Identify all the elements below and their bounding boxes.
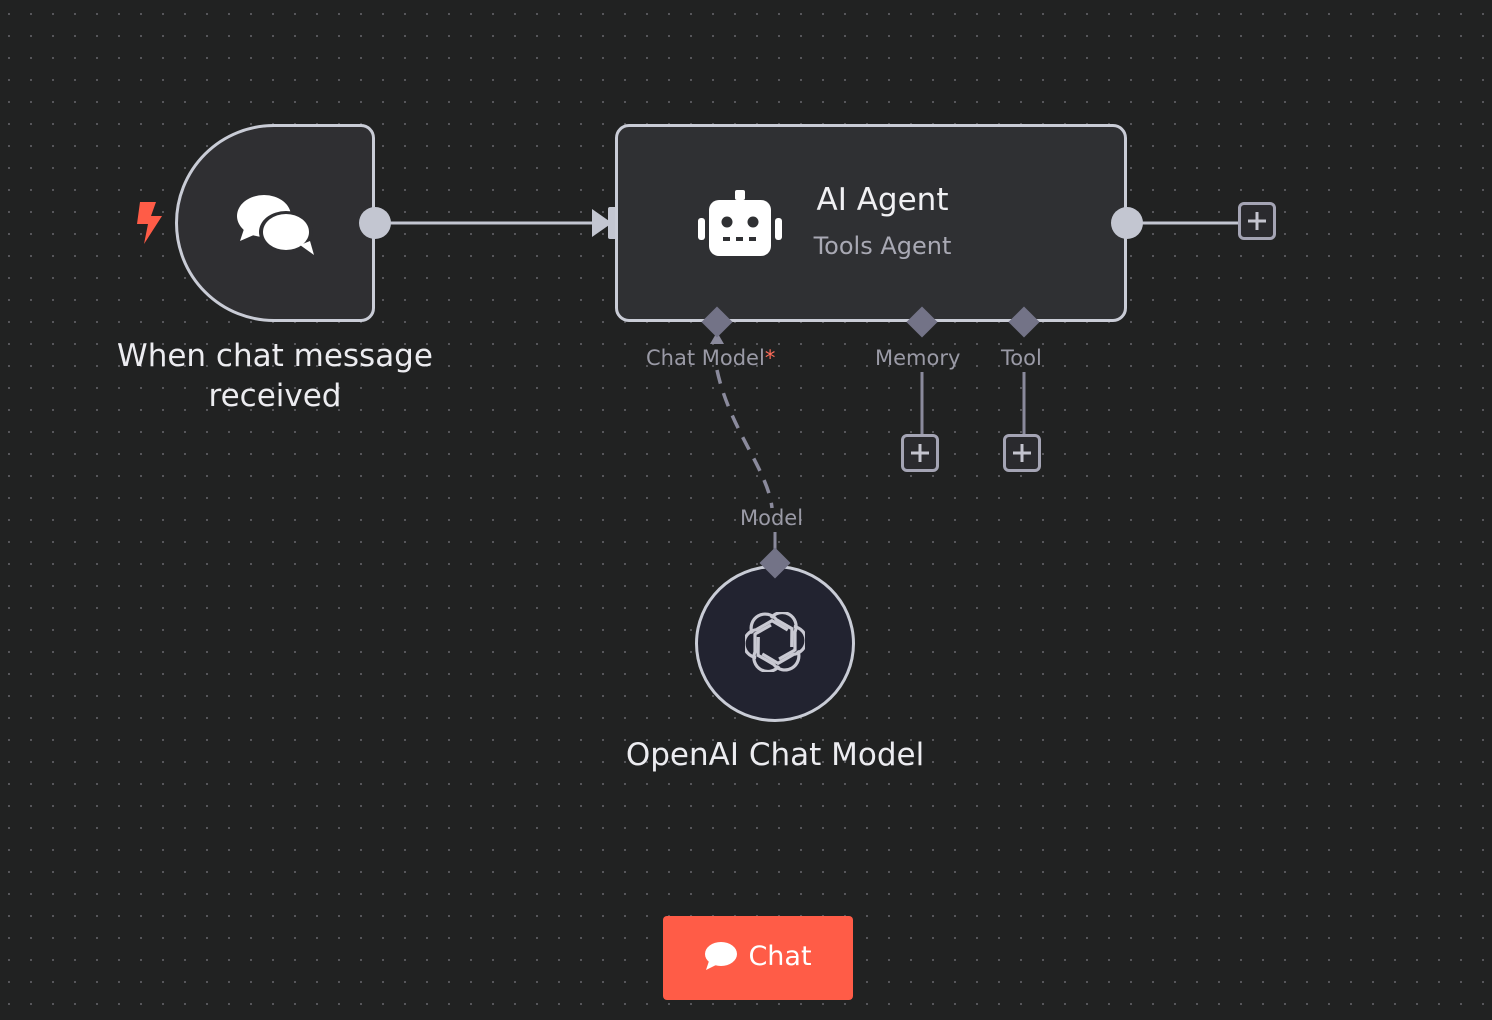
add-next-node-button[interactable] <box>1238 202 1276 240</box>
chat-bubbles-icon <box>237 195 314 255</box>
open-chat-button[interactable]: Chat <box>663 916 853 1000</box>
chat-model-port-label: Chat Model* <box>646 346 776 370</box>
openai-chat-model-node[interactable] <box>695 565 855 722</box>
ai-agent-node[interactable] <box>615 124 1127 322</box>
chat-bubble-icon <box>705 942 738 970</box>
openai-logo-icon <box>745 612 805 672</box>
add-memory-button[interactable] <box>901 434 939 472</box>
main-connection-arrow <box>592 209 612 237</box>
agent-title: AI Agent <box>816 182 949 218</box>
trigger-node[interactable] <box>175 124 375 322</box>
agent-subtitle: Tools Agent <box>813 232 952 260</box>
model-node-label: OpenAI Chat Model <box>625 737 925 773</box>
model-connection <box>715 369 774 509</box>
robot-icon <box>698 190 782 256</box>
trigger-node-label: When chat message received <box>117 338 433 414</box>
trigger-output-handle[interactable] <box>359 207 391 239</box>
memory-port-label: Memory <box>875 346 961 370</box>
lightning-bolt-icon <box>137 202 162 244</box>
chat-button-label: Chat <box>748 940 812 972</box>
add-tool-button[interactable] <box>1003 434 1041 472</box>
tool-port-label: Tool <box>1001 346 1042 370</box>
agent-output-handle[interactable] <box>1111 207 1143 239</box>
required-marker: * <box>764 346 776 370</box>
model-port-label: Model <box>740 506 804 530</box>
